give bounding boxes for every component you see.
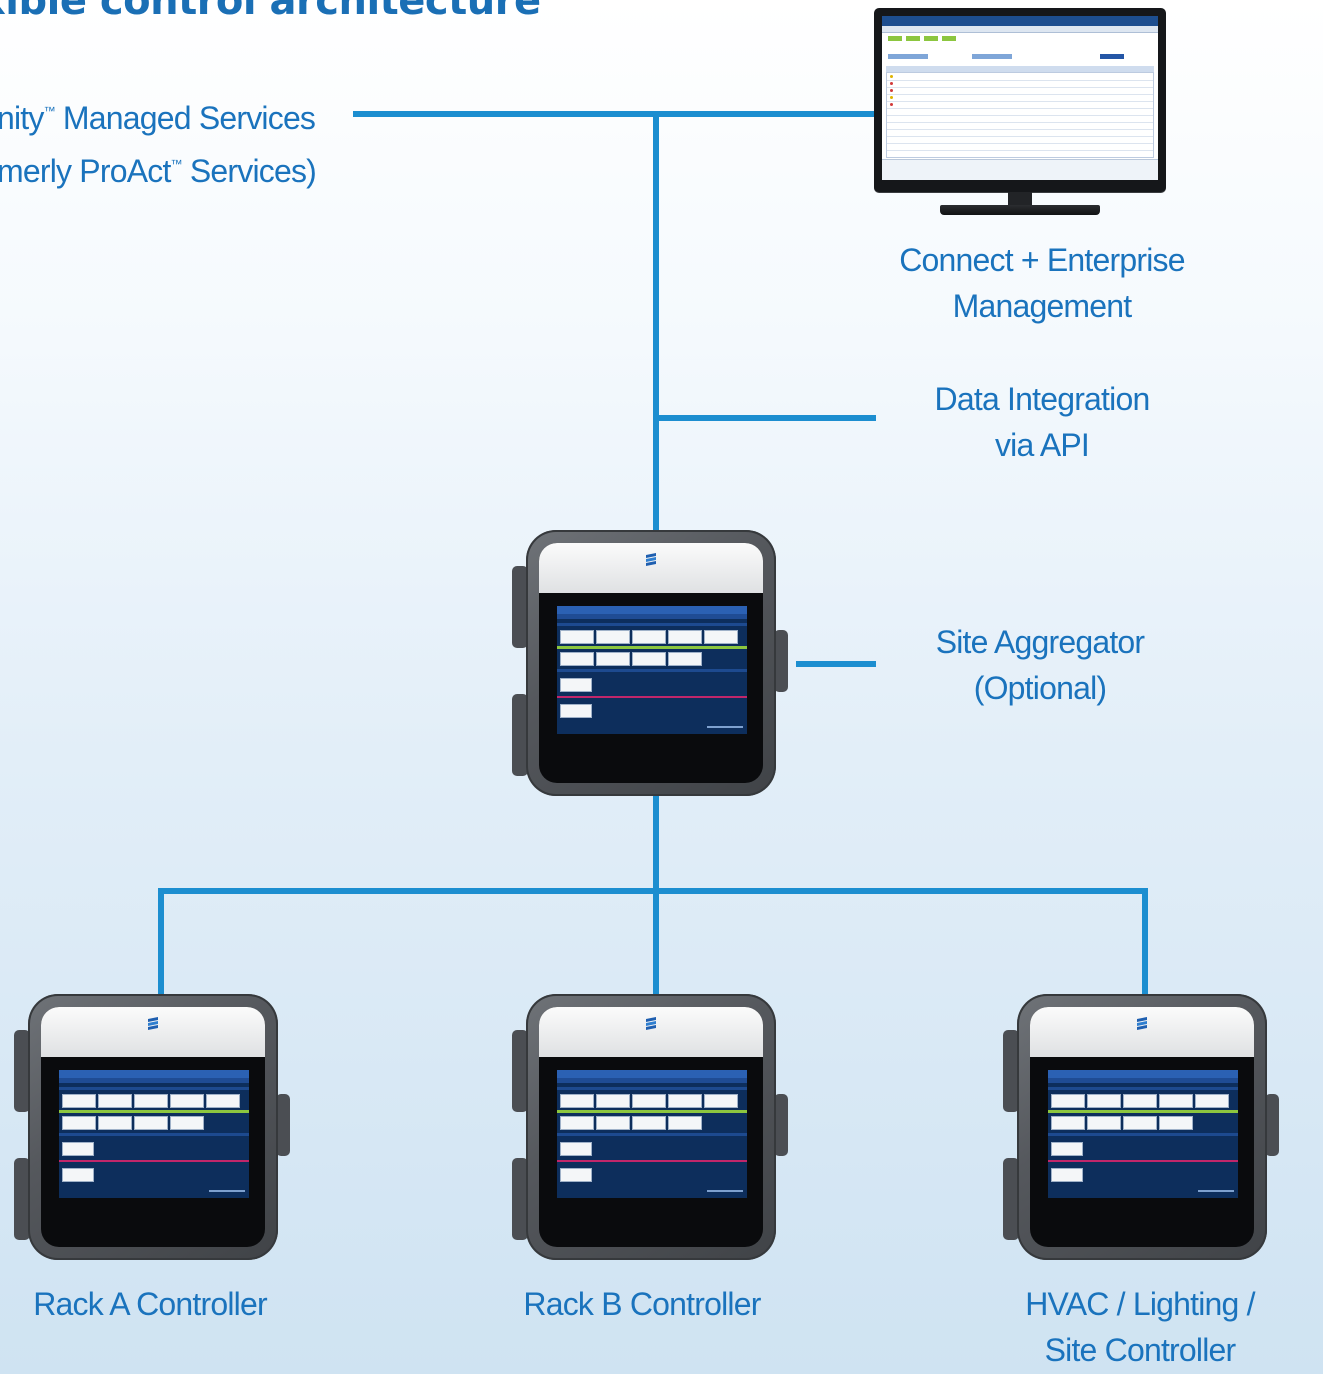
hvac-device: [1003, 994, 1279, 1260]
emerson-logo-icon: [1137, 1017, 1147, 1030]
rack-b-device: [512, 994, 788, 1260]
site-aggregator-label: Site Aggregator (Optional): [935, 624, 1145, 706]
site-aggregator-device: [512, 530, 788, 796]
hvac-label: HVAC / Lighting / Site Controller: [1025, 1286, 1255, 1368]
managed-services-label: nity™ Managed Services merly ProAct™ Ser…: [0, 100, 317, 189]
data-integration-label: Data Integration via API: [934, 381, 1151, 463]
emerson-logo-icon: [148, 1017, 158, 1030]
rack-a-device: [14, 994, 290, 1260]
diagram-title: xible control architecture: [0, 0, 541, 24]
emerson-logo-icon: [646, 1017, 656, 1030]
controller-screen: [1048, 1070, 1238, 1198]
controller-screen: [557, 1070, 747, 1198]
rack-a-label: Rack A Controller: [33, 1286, 267, 1322]
rack-b-label: Rack B Controller: [523, 1286, 761, 1322]
controller-screen: [59, 1070, 249, 1198]
emerson-logo-icon: [646, 553, 656, 566]
desktop-monitor-icon: [874, 8, 1166, 218]
enterprise-label: Connect + Enterprise Management: [899, 242, 1185, 324]
controller-screen: [557, 606, 747, 734]
